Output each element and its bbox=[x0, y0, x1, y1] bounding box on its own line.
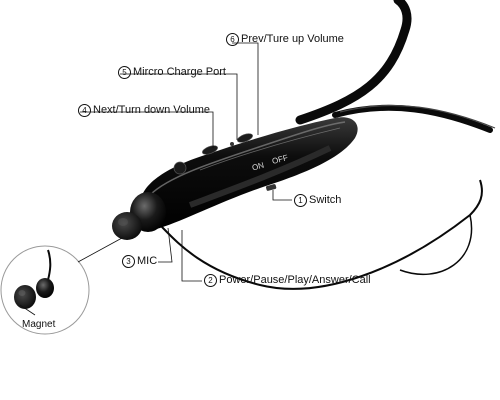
switch-leader bbox=[272, 190, 292, 201]
neckband-right bbox=[332, 104, 493, 133]
prev-leader bbox=[232, 42, 259, 135]
callout-number: 6 bbox=[226, 33, 239, 46]
inset-connector bbox=[77, 237, 123, 263]
mic-leader bbox=[158, 227, 173, 263]
callout-number: 4 bbox=[78, 104, 91, 117]
earbud-cable bbox=[159, 179, 483, 290]
power-leader bbox=[181, 230, 202, 282]
callout-text: Next/Turn down Volume bbox=[93, 104, 210, 116]
callout-text: Prev/Ture up Volume bbox=[241, 33, 344, 45]
neckband bbox=[295, 0, 412, 125]
ear-tip bbox=[112, 212, 142, 240]
callout-number: 2 bbox=[204, 274, 217, 287]
inset-earbud bbox=[36, 278, 54, 298]
callout-text: MIC bbox=[137, 255, 158, 267]
inset-ear-tip bbox=[14, 285, 36, 309]
magnet-label: Magnet bbox=[22, 319, 56, 330]
switch-slider bbox=[265, 184, 277, 191]
charge-port bbox=[230, 142, 234, 146]
callout-number: 3 bbox=[122, 255, 135, 268]
callout-number: 1 bbox=[294, 194, 307, 207]
next-button bbox=[202, 145, 218, 155]
prev-button bbox=[237, 133, 253, 143]
next-leader bbox=[80, 111, 214, 148]
inset-cable bbox=[47, 249, 52, 281]
power-button bbox=[173, 161, 187, 175]
charge-leader bbox=[120, 73, 238, 140]
callout-text: Mircro Charge Port bbox=[133, 66, 226, 78]
callout-text: Switch bbox=[309, 194, 342, 206]
callout-text: Power/Pause/Play/Answer/Call bbox=[219, 274, 371, 286]
callout-number: 5 bbox=[118, 66, 131, 79]
